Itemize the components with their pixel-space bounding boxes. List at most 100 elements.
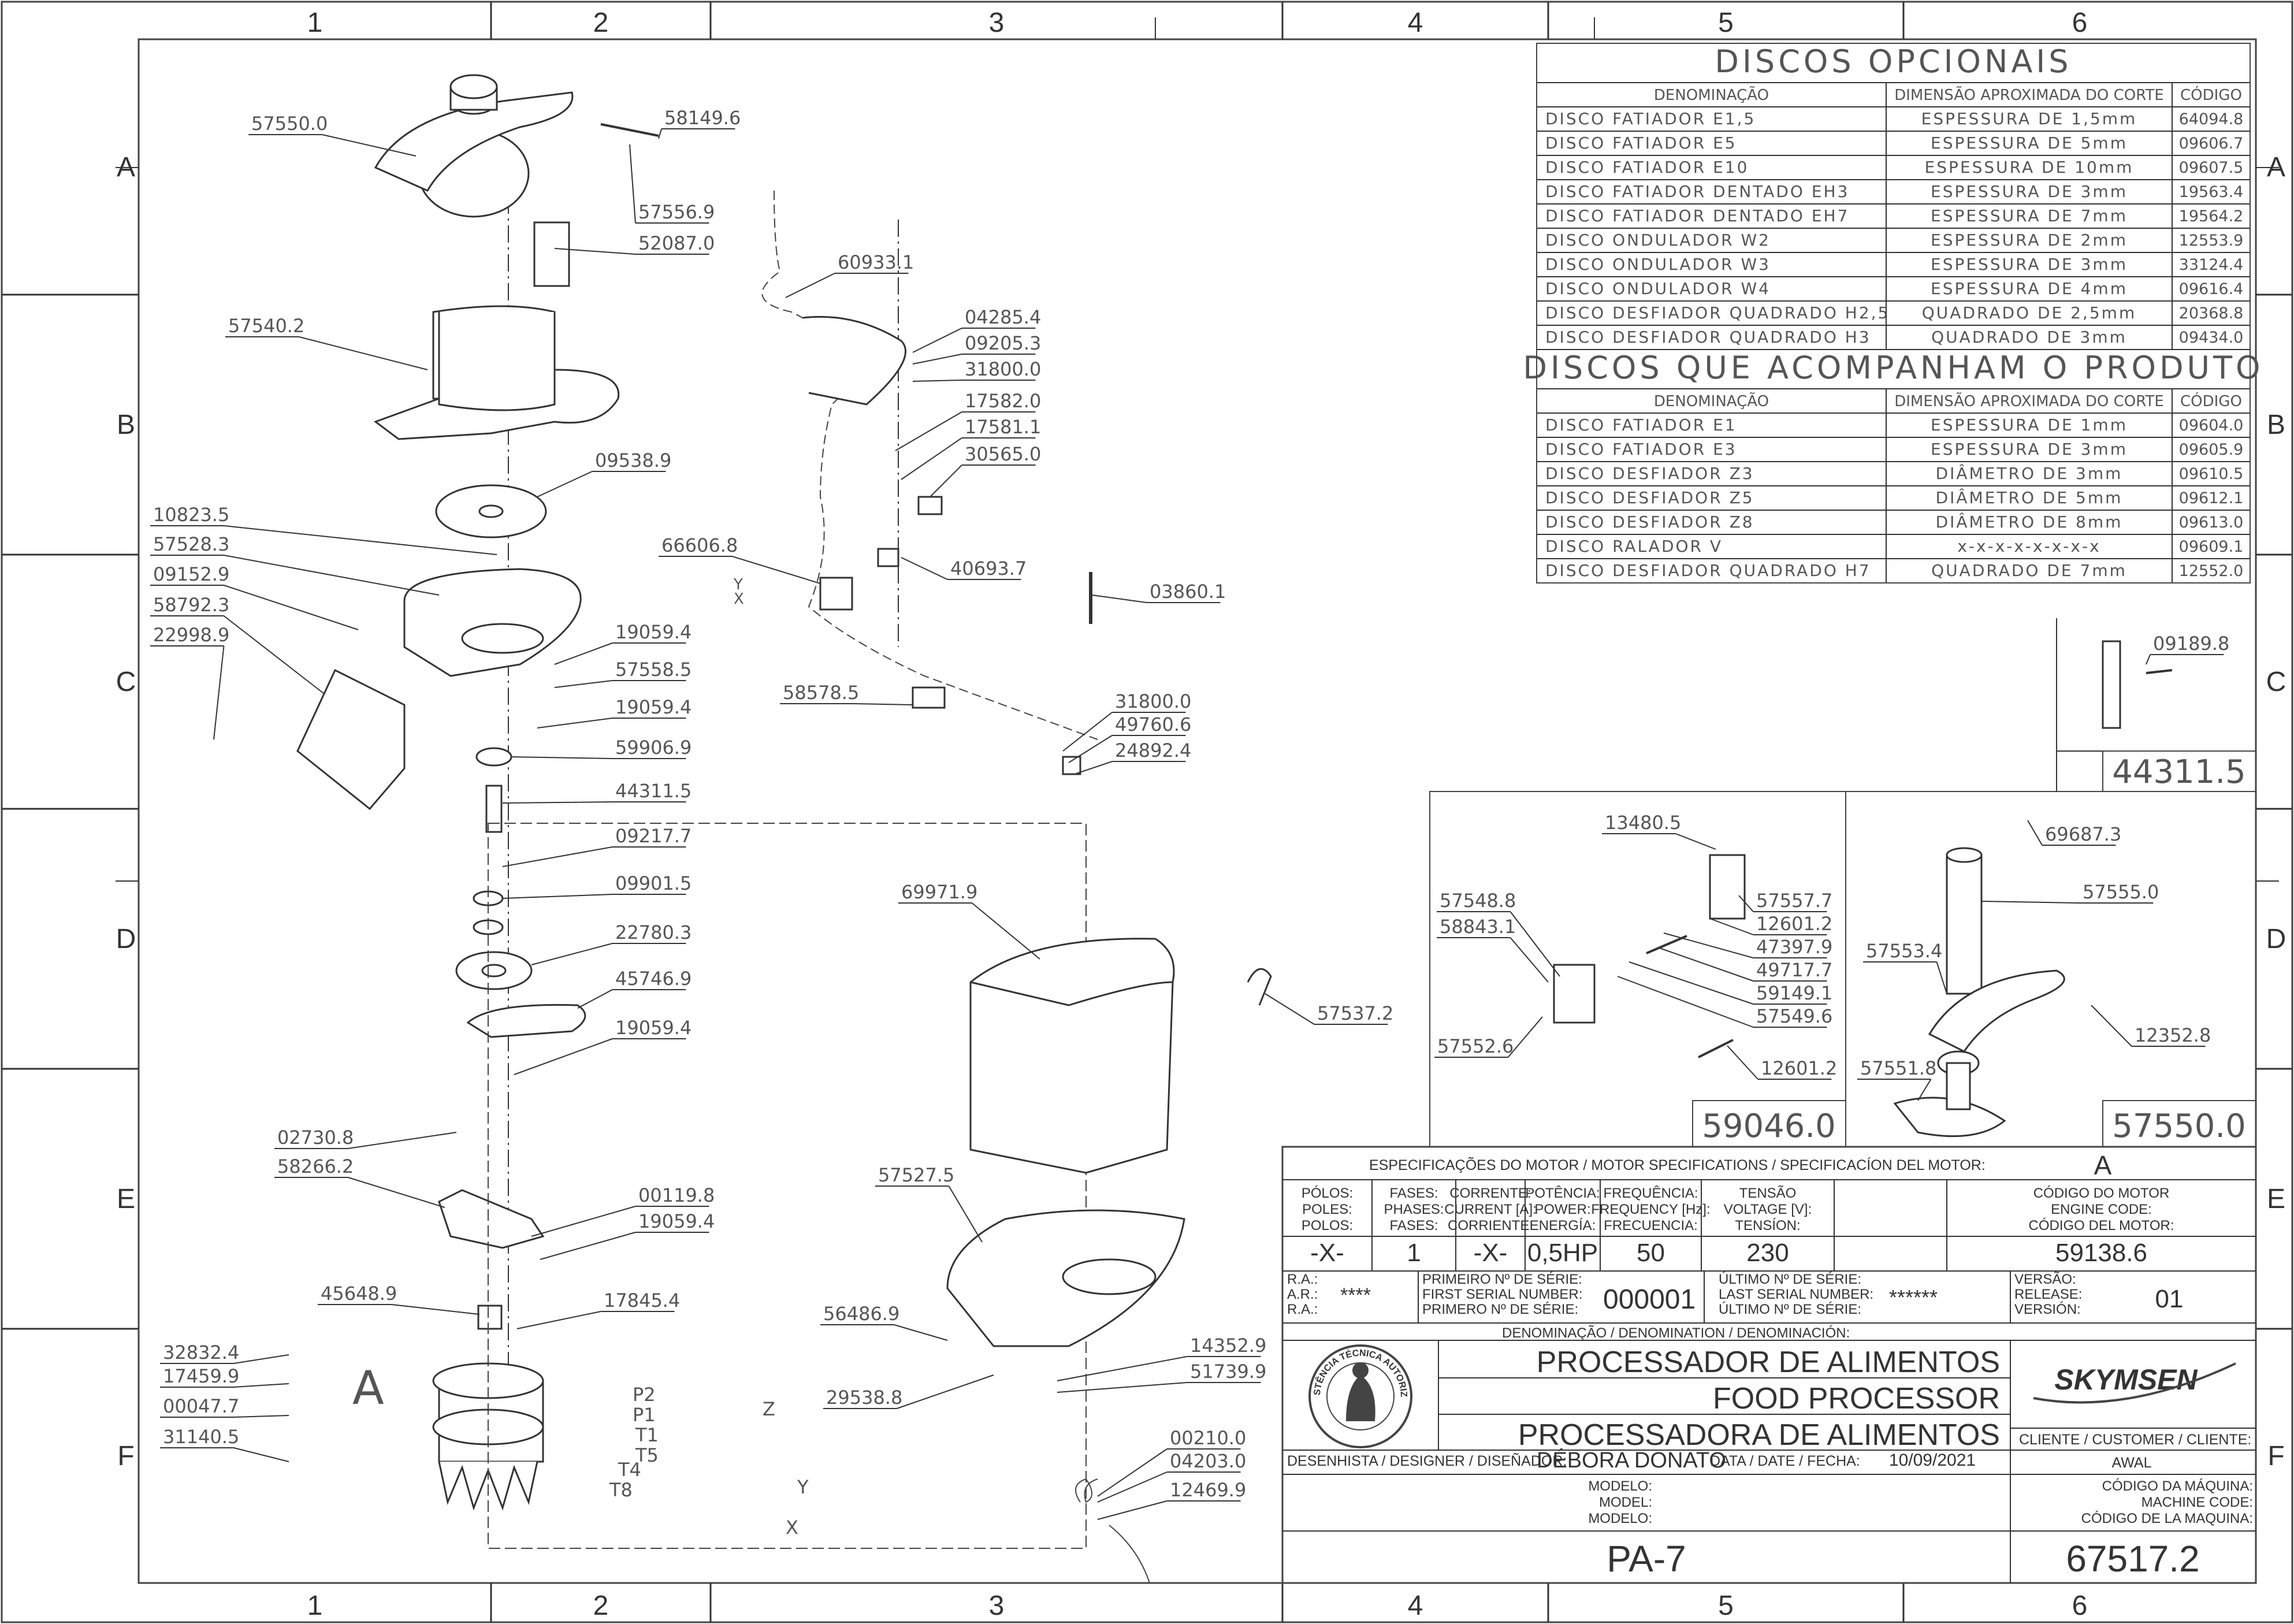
motor-spec-label: VOLTAGE [V]: <box>1724 1202 1812 1217</box>
disc-cut-dimension: ESPESSURA DE 3mm <box>1931 440 2128 459</box>
motor-spec-label: CÓDIGO DEL MOTOR: <box>2028 1218 2174 1233</box>
zone-row-label: D <box>116 924 136 954</box>
assembly-letter: A <box>352 1361 384 1415</box>
disc-cut-dimension: QUADRADO DE 7mm <box>1931 561 2127 580</box>
ra-value: **** <box>1340 1284 1371 1306</box>
motor-spec-value: -X- <box>1474 1239 1508 1267</box>
motor-spec-label: FASES: <box>1389 1218 1438 1233</box>
part-number-label: 58578.5 <box>783 682 859 704</box>
wire-label: Y <box>733 576 743 593</box>
part-number-label: 59149.1 <box>1756 982 1832 1004</box>
part-number-label: 12352.8 <box>2135 1024 2211 1046</box>
zone-row-label: B <box>2267 410 2285 440</box>
disc-code: 64094.8 <box>2179 110 2244 128</box>
denomination-heading: DENOMINAÇÃO / DENOMINATION / DENOMINACIÓ… <box>1502 1325 1850 1341</box>
disc-code: 09616.4 <box>2179 280 2244 298</box>
part-number-label: 19059.4 <box>615 696 691 718</box>
zone-row-label: C <box>2266 667 2286 697</box>
part-number-label: 04203.0 <box>1170 1450 1246 1472</box>
zone-row-label: F <box>117 1441 134 1471</box>
zone-row-label: E <box>2267 1184 2285 1214</box>
disc-name: DISCO FATIADOR E1,5 <box>1545 109 1756 128</box>
disc-code: 12552.0 <box>2179 562 2244 580</box>
part-number-label: 57551.8 <box>1860 1057 1936 1079</box>
motor-spec-label: POWER: <box>1534 1202 1590 1217</box>
disc-name: DISCO DESFIADOR QUADRADO H7 <box>1545 561 1871 580</box>
denomination-line: PROCESSADORA DE ALIMENTOS <box>1518 1418 2000 1452</box>
part-number-label: 03860.1 <box>1150 581 1226 603</box>
wire-label: T4 <box>618 1459 641 1481</box>
zone-row-label: E <box>117 1184 135 1214</box>
disc-cut-dimension: QUADRADO DE 2,5mm <box>1922 303 2136 322</box>
part-number-label: 31800.0 <box>1115 690 1191 712</box>
designer-label: DESENHISTA / DESIGNER / DISEÑADOR: <box>1287 1452 1567 1469</box>
wire-label: P1 <box>633 1404 656 1426</box>
part-number-label: 13480.5 <box>1605 812 1681 834</box>
part-number-label: 57558.5 <box>615 659 691 681</box>
motor-spec-label: ENERGÍA: <box>1530 1218 1596 1233</box>
part-number-label: 24892.4 <box>1115 739 1191 761</box>
disc-cut-dimension: ESPESSURA DE 4mm <box>1931 279 2128 298</box>
zone-row-label: D <box>2266 924 2286 954</box>
disc-code: 09434.0 <box>2179 329 2244 347</box>
zone-row-label: F <box>2267 1441 2284 1471</box>
motor-spec-label: CORRENTE: <box>1449 1186 1531 1201</box>
last-serial-label: LAST SERIAL NUMBER: <box>1719 1287 1873 1302</box>
part-number-label: 22998.9 <box>153 624 229 646</box>
part-number-label: 17845.4 <box>604 1289 680 1311</box>
motor-spec-label: TENSÃO <box>1739 1186 1797 1201</box>
disc-cut-dimension: ESPESSURA DE 1,5mm <box>1921 109 2137 128</box>
part-number-label: 57548.8 <box>1440 890 1516 912</box>
part-number-label: 57527.5 <box>878 1164 954 1186</box>
part-number-label: 45746.9 <box>615 968 691 990</box>
detail-box-code: 59046.0 <box>1702 1108 1836 1145</box>
disc-name: DISCO ONDULADOR W2 <box>1545 231 1771 250</box>
part-number-label: 57550.0 <box>251 113 328 135</box>
motor-spec-label: POLOS: <box>1302 1218 1353 1233</box>
part-number-label: 60933.1 <box>838 251 914 273</box>
motor-spec-label: CURRENT [A]: <box>1444 1202 1537 1217</box>
disc-name: DISCO DESFIADOR Z3 <box>1545 464 1754 483</box>
motor-spec-value: -X- <box>1310 1239 1344 1267</box>
part-number-label: 17581.1 <box>965 416 1041 438</box>
disc-code: 09606.7 <box>2179 135 2244 153</box>
version-label: VERSIÓN: <box>2014 1302 2081 1317</box>
part-number-label: 47397.9 <box>1756 936 1832 958</box>
lid-part <box>374 74 659 287</box>
designer-name: DÉBORA DONATO <box>1537 1448 1726 1473</box>
part-number-label: 17459.9 <box>163 1365 239 1387</box>
part-number-label: 10823.5 <box>153 504 229 526</box>
denomination-line: FOOD PROCESSOR <box>1713 1382 2000 1415</box>
machine-code-label: CÓDIGO DE LA MAQUINA: <box>2081 1511 2253 1526</box>
part-number-label: 09189.8 <box>2153 633 2229 655</box>
disc-name: DISCO DESFIADOR Z5 <box>1545 488 1754 507</box>
part-number-label: 00047.7 <box>163 1395 239 1417</box>
zone-column-label: 5 <box>1718 1590 1734 1621</box>
machine-code-label: MACHINE CODE: <box>2141 1495 2253 1510</box>
part-number-label: 57540.2 <box>228 315 304 337</box>
part-number-label: 09538.9 <box>595 449 671 471</box>
disc-name: DISCO FATIADOR E1 <box>1545 415 1737 434</box>
part-number-label: 09901.5 <box>615 872 691 894</box>
table-header: DENOMINAÇÃO <box>1654 392 1769 410</box>
zone-column-label: 2 <box>593 8 609 38</box>
motor-spec-label: FRECUENCIA: <box>1604 1218 1698 1233</box>
part-number-label: 29538.8 <box>826 1387 902 1409</box>
motor-spec-label: PÓLOS: <box>1302 1186 1353 1201</box>
zone-column-label: 1 <box>307 8 323 38</box>
disc-code: 09610.5 <box>2179 465 2244 483</box>
motor-spec-value: 230 <box>1746 1239 1789 1267</box>
disc-code: 09612.1 <box>2179 489 2244 507</box>
disc-cut-dimension: DIÂMETRO DE 3mm <box>1936 463 2123 483</box>
part-number-label: 57553.4 <box>1866 940 1942 962</box>
disc-name: DISCO FATIADOR DENTADO EH3 <box>1545 182 1849 201</box>
detail-box-code: 44311.5 <box>2112 753 2246 791</box>
disc-cut-dimension: DIÂMETRO DE 8mm <box>1936 512 2123 532</box>
disc-name: DISCO FATIADOR E5 <box>1545 133 1737 153</box>
part-number-label: 45648.9 <box>321 1283 397 1305</box>
client-label: CLIENTE / CUSTOMER / CLIENTE: <box>2019 1432 2251 1448</box>
denomination-line: PROCESSADOR DE ALIMENTOS <box>1537 1346 2000 1379</box>
part-number-label: 00210.0 <box>1170 1427 1246 1449</box>
